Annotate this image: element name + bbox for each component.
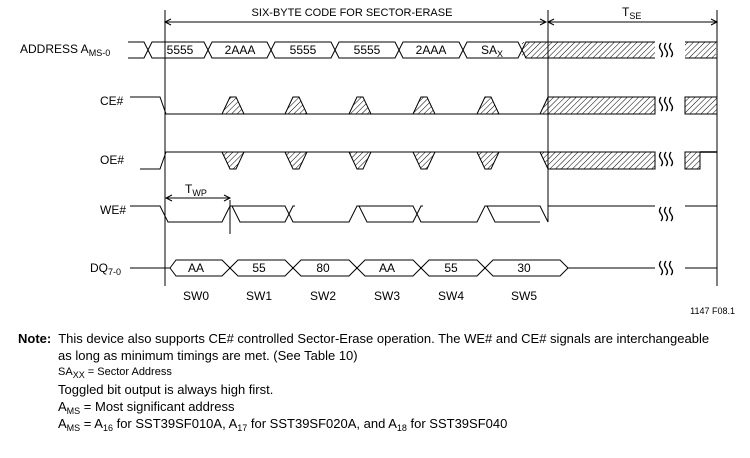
note-line-sa: SAXX = Sector Address	[58, 366, 172, 380]
break-marks	[658, 42, 674, 276]
sw-label: SW3	[374, 289, 400, 303]
oe-label: OE#	[100, 153, 124, 167]
tse-label: TSE	[622, 5, 641, 21]
dq-values: AA 55 80 AA 55 30	[188, 261, 531, 275]
dq-value: 55	[252, 261, 266, 275]
note-line-ams: AMS = Most significant address	[58, 399, 235, 416]
address-value: 5555	[290, 43, 317, 57]
we-label: WE#	[100, 203, 126, 217]
note-line-toggle: Toggled bit output is always high first.	[58, 382, 274, 397]
code-span-arrow	[163, 18, 548, 26]
dq-value: AA	[379, 261, 395, 275]
address-value: 2AAA	[225, 43, 256, 57]
sw-label: SW1	[246, 289, 272, 303]
twp-marker	[164, 194, 232, 234]
sw-label: SW0	[183, 289, 209, 303]
dq-value: 30	[517, 261, 531, 275]
note-block: Note: This device also supports CE# cont…	[18, 330, 743, 433]
note-line-1: Note: This device also supports CE# cont…	[18, 330, 743, 347]
address-value: 2AAA	[416, 43, 447, 57]
ce-label: CE#	[100, 94, 124, 108]
address-value-sa: SAX	[481, 43, 503, 59]
figure-id: 1147 F08.1	[690, 306, 735, 316]
address-value: 5555	[354, 43, 381, 57]
oe-waveform	[140, 151, 717, 170]
dq-value: 80	[316, 261, 330, 275]
we-waveform	[130, 205, 717, 223]
address-values: 5555 2AAA 5555 5555 2AAA SAX	[167, 43, 503, 59]
sw-labels: SW0 SW1 SW2 SW3 SW4 SW5	[183, 289, 537, 303]
timing-diagram: SIX-BYTE CODE FOR SECTOR-ERASE TSE ADDRE…	[20, 5, 735, 316]
note-label: Note:	[18, 331, 52, 346]
dq-value: 55	[444, 261, 458, 275]
dq-label: DQ7-0	[90, 261, 121, 277]
note-line-2: as long as minimum timings are met. (See…	[58, 348, 358, 363]
note-text-1: This device also supports CE# controlled…	[58, 331, 710, 346]
twp-label: TWP	[185, 182, 207, 198]
address-label: ADDRESS AMS-0	[20, 42, 110, 58]
sw-label: SW4	[438, 289, 464, 303]
note-line-parts: AMS = A16 for SST39SF010A, A17 for SST39…	[58, 416, 508, 433]
sw-label: SW5	[511, 289, 537, 303]
sw-label: SW2	[310, 289, 336, 303]
dq-waveform	[130, 259, 717, 277]
ce-waveform	[130, 96, 718, 115]
address-value: 5555	[167, 43, 194, 57]
code-label: SIX-BYTE CODE FOR SECTOR-ERASE	[252, 7, 453, 19]
dq-value: AA	[188, 261, 204, 275]
